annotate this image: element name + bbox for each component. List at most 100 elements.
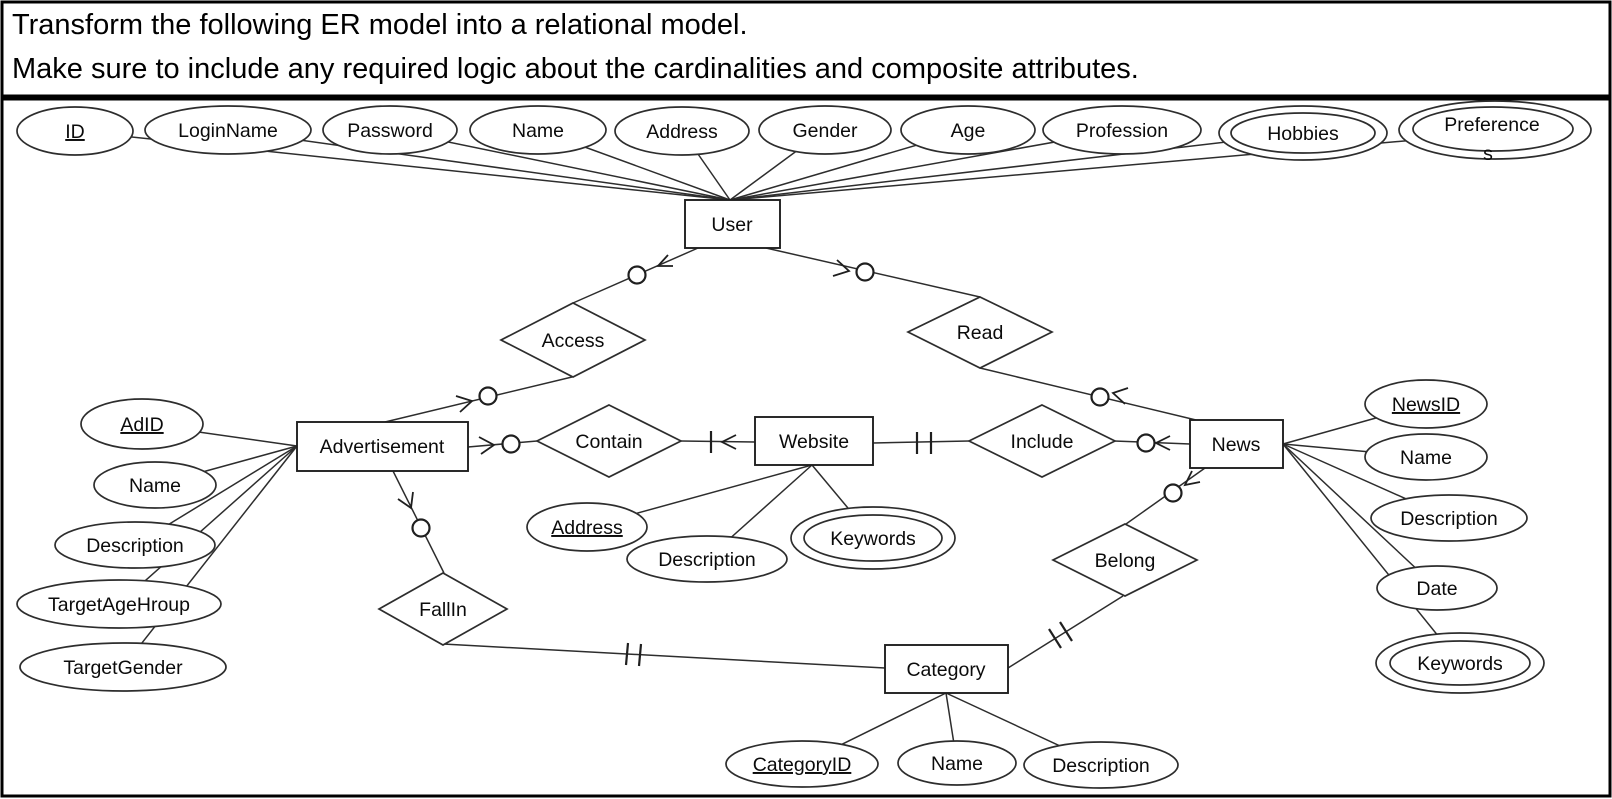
one-bar-marker xyxy=(637,643,643,667)
attribute-label-ad-name: Name xyxy=(129,475,181,497)
relationship-label-contain: Contain xyxy=(575,431,642,453)
attribute-ellipse-news-description xyxy=(1370,494,1528,542)
attribute-ellipse-newsid xyxy=(1364,379,1488,429)
task-instruction-line1: Transform the following ER model into a … xyxy=(12,9,748,41)
attribute-label-news-keywords: Keywords xyxy=(1417,653,1503,675)
attribute-ellipse-targetagehroup xyxy=(16,579,222,629)
zero-circle-marker xyxy=(627,265,647,285)
relationship-line-advertisement-access xyxy=(384,376,573,423)
entity-label-user: User xyxy=(711,214,753,236)
attribute-label-adid: AdID xyxy=(120,414,163,436)
attribute-ellipse-categoryid xyxy=(725,740,879,788)
attribute-label-preferences-line1: Preference xyxy=(1444,114,1539,136)
attribute-label-cat-description: Description xyxy=(1052,755,1150,777)
attribute-label-news-description: Description xyxy=(1400,508,1498,530)
attribute-ellipse-web-keywords-inner xyxy=(803,514,943,562)
attribute-label-id: ID xyxy=(65,121,85,143)
arrow-marker xyxy=(719,434,737,450)
zero-circle-marker xyxy=(478,386,498,406)
relationship-line-read-news xyxy=(979,367,1197,421)
attribute-ellipse-cat-description xyxy=(1023,741,1179,789)
attribute-label-newsid: NewsID xyxy=(1392,394,1460,416)
entity-label-advertisement: Advertisement xyxy=(320,436,445,458)
zero-circle-marker xyxy=(501,434,521,454)
attribute-label-news-name: Name xyxy=(1400,447,1452,469)
attribute-ellipse-password xyxy=(322,105,458,155)
attribute-label-profession: Profession xyxy=(1076,120,1168,142)
attribute-ellipse-targetgender xyxy=(19,642,227,692)
relationship-label-belong: Belong xyxy=(1095,550,1156,572)
one-bar-marker xyxy=(1059,621,1073,642)
relationship-diamond-access xyxy=(499,302,647,378)
zero-circle-marker xyxy=(1136,433,1156,453)
arrow-marker xyxy=(655,254,673,267)
attribute-label-password: Password xyxy=(347,120,433,142)
attribute-label-web-keywords: Keywords xyxy=(830,528,916,550)
attribute-ellipse-date xyxy=(1376,565,1498,611)
one-bar-marker xyxy=(1048,628,1062,649)
attribute-connector xyxy=(227,129,731,201)
attribute-label-gender: Gender xyxy=(792,120,858,142)
attribute-label-targetgender: TargetGender xyxy=(63,657,183,679)
attribute-ellipse-cat-name xyxy=(897,740,1017,786)
attribute-ellipse-loginname xyxy=(144,105,312,155)
arrow-marker xyxy=(478,436,496,455)
attribute-label-ad-description: Description xyxy=(86,535,184,557)
attribute-label-hobbies: Hobbies xyxy=(1267,123,1339,145)
attribute-ellipse-age xyxy=(900,105,1036,155)
zero-circle-marker xyxy=(1090,387,1110,407)
arrow-marker xyxy=(1183,470,1201,487)
attribute-ellipse-hobbies-inner xyxy=(1230,112,1376,154)
attribute-connector xyxy=(1282,443,1438,589)
attribute-connector xyxy=(729,132,1304,201)
attribute-label-date: Date xyxy=(1416,578,1457,600)
arrow-marker xyxy=(1153,435,1171,451)
attribute-label-name: Name xyxy=(512,120,564,142)
attribute-connector xyxy=(122,445,298,668)
entity-label-category: Category xyxy=(906,659,985,681)
relationship-line-fallin-category xyxy=(442,643,886,669)
header-panel xyxy=(0,0,1612,98)
attribute-ellipse-profession xyxy=(1042,105,1202,155)
zero-circle-marker xyxy=(855,262,875,282)
zero-circle-marker xyxy=(411,518,431,538)
labels: ID LoginName Password Name Address Gende… xyxy=(48,114,1540,777)
attribute-label-preferences-line2: s xyxy=(1483,143,1493,165)
entity-box-user xyxy=(684,199,781,249)
relationship-label-fallin: FallIn xyxy=(419,599,467,621)
attribute-ellipse-address xyxy=(614,106,750,156)
attribute-ellipse-web-description xyxy=(626,535,788,583)
attribute-label-web-address: Address xyxy=(551,517,623,539)
attribute-label-address: Address xyxy=(646,121,718,143)
relationship-diamond-include xyxy=(967,404,1117,478)
attribute-label-categoryid: CategoryID xyxy=(753,754,852,776)
entity-label-news: News xyxy=(1212,434,1261,456)
relationship-label-access: Access xyxy=(542,330,605,352)
relationship-diamond-contain xyxy=(535,404,683,478)
relationship-diamond-fallin xyxy=(377,572,509,646)
entity-label-website: Website xyxy=(779,431,849,453)
attribute-label-cat-name: Name xyxy=(931,753,983,775)
relationship-label-read: Read xyxy=(957,322,1004,344)
attribute-ellipse-name xyxy=(469,105,607,155)
attribute-ellipse-news-name xyxy=(1364,433,1488,481)
relationship-diamond-read xyxy=(906,296,1054,369)
attribute-label-targetagehroup: TargetAgeHroup xyxy=(48,594,190,616)
zero-circle-marker xyxy=(1163,483,1183,503)
relationship-diamond-belong xyxy=(1051,523,1199,597)
attribute-ellipse-web-address xyxy=(526,502,648,552)
attribute-ellipse-preferences-inner xyxy=(1412,106,1574,152)
cardinality-markers xyxy=(397,254,1201,667)
attribute-ellipse-ad-description xyxy=(54,521,216,569)
attribute-ellipse-id xyxy=(16,106,134,156)
arrow-marker xyxy=(832,259,851,277)
attribute-connector xyxy=(1282,443,1461,664)
attribute-ellipse-adid xyxy=(80,398,204,450)
attribute-ellipse-ad-name xyxy=(93,461,217,509)
relationship-line-website-include xyxy=(872,440,970,444)
attribute-connector xyxy=(118,445,298,605)
relationship-label-include: Include xyxy=(1011,431,1074,453)
task-instruction-line2: Make sure to include any required logic … xyxy=(12,53,1139,85)
